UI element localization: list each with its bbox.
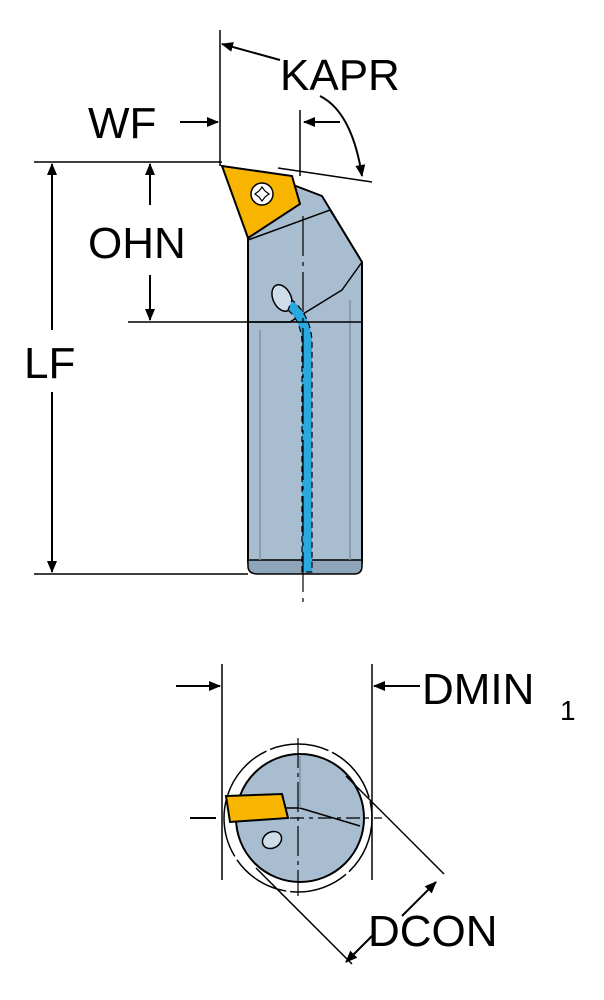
torx-screw-icon [250,182,274,206]
dcon-extension-line [345,775,445,875]
tool-shank [238,178,363,573]
kapr-edge-line [277,167,373,183]
cutting-insert-end [224,792,290,824]
coolant-channel [287,299,313,573]
dcon-arrow-lower [345,933,375,963]
dcon-extension-line [255,867,353,965]
kapr-label: KAPR [280,51,400,100]
dcon-label: DCON [368,907,498,956]
side-view: WF KAPR OHN LF [24,30,400,602]
torx-screw-recess [254,186,270,202]
kapr-arrow [221,42,281,61]
lf-label: LF [24,339,75,388]
dcon-arrow-upper [401,881,437,917]
dmin-label: DMIN [422,665,534,714]
wf-label: WF [88,99,156,148]
end-view: DMIN 1 DCON [176,664,576,965]
coolant-outlet-end [261,830,283,850]
ohn-label: OHN [88,219,186,268]
kapr-arc [319,95,366,177]
dmin-subscript: 1 [560,695,576,726]
